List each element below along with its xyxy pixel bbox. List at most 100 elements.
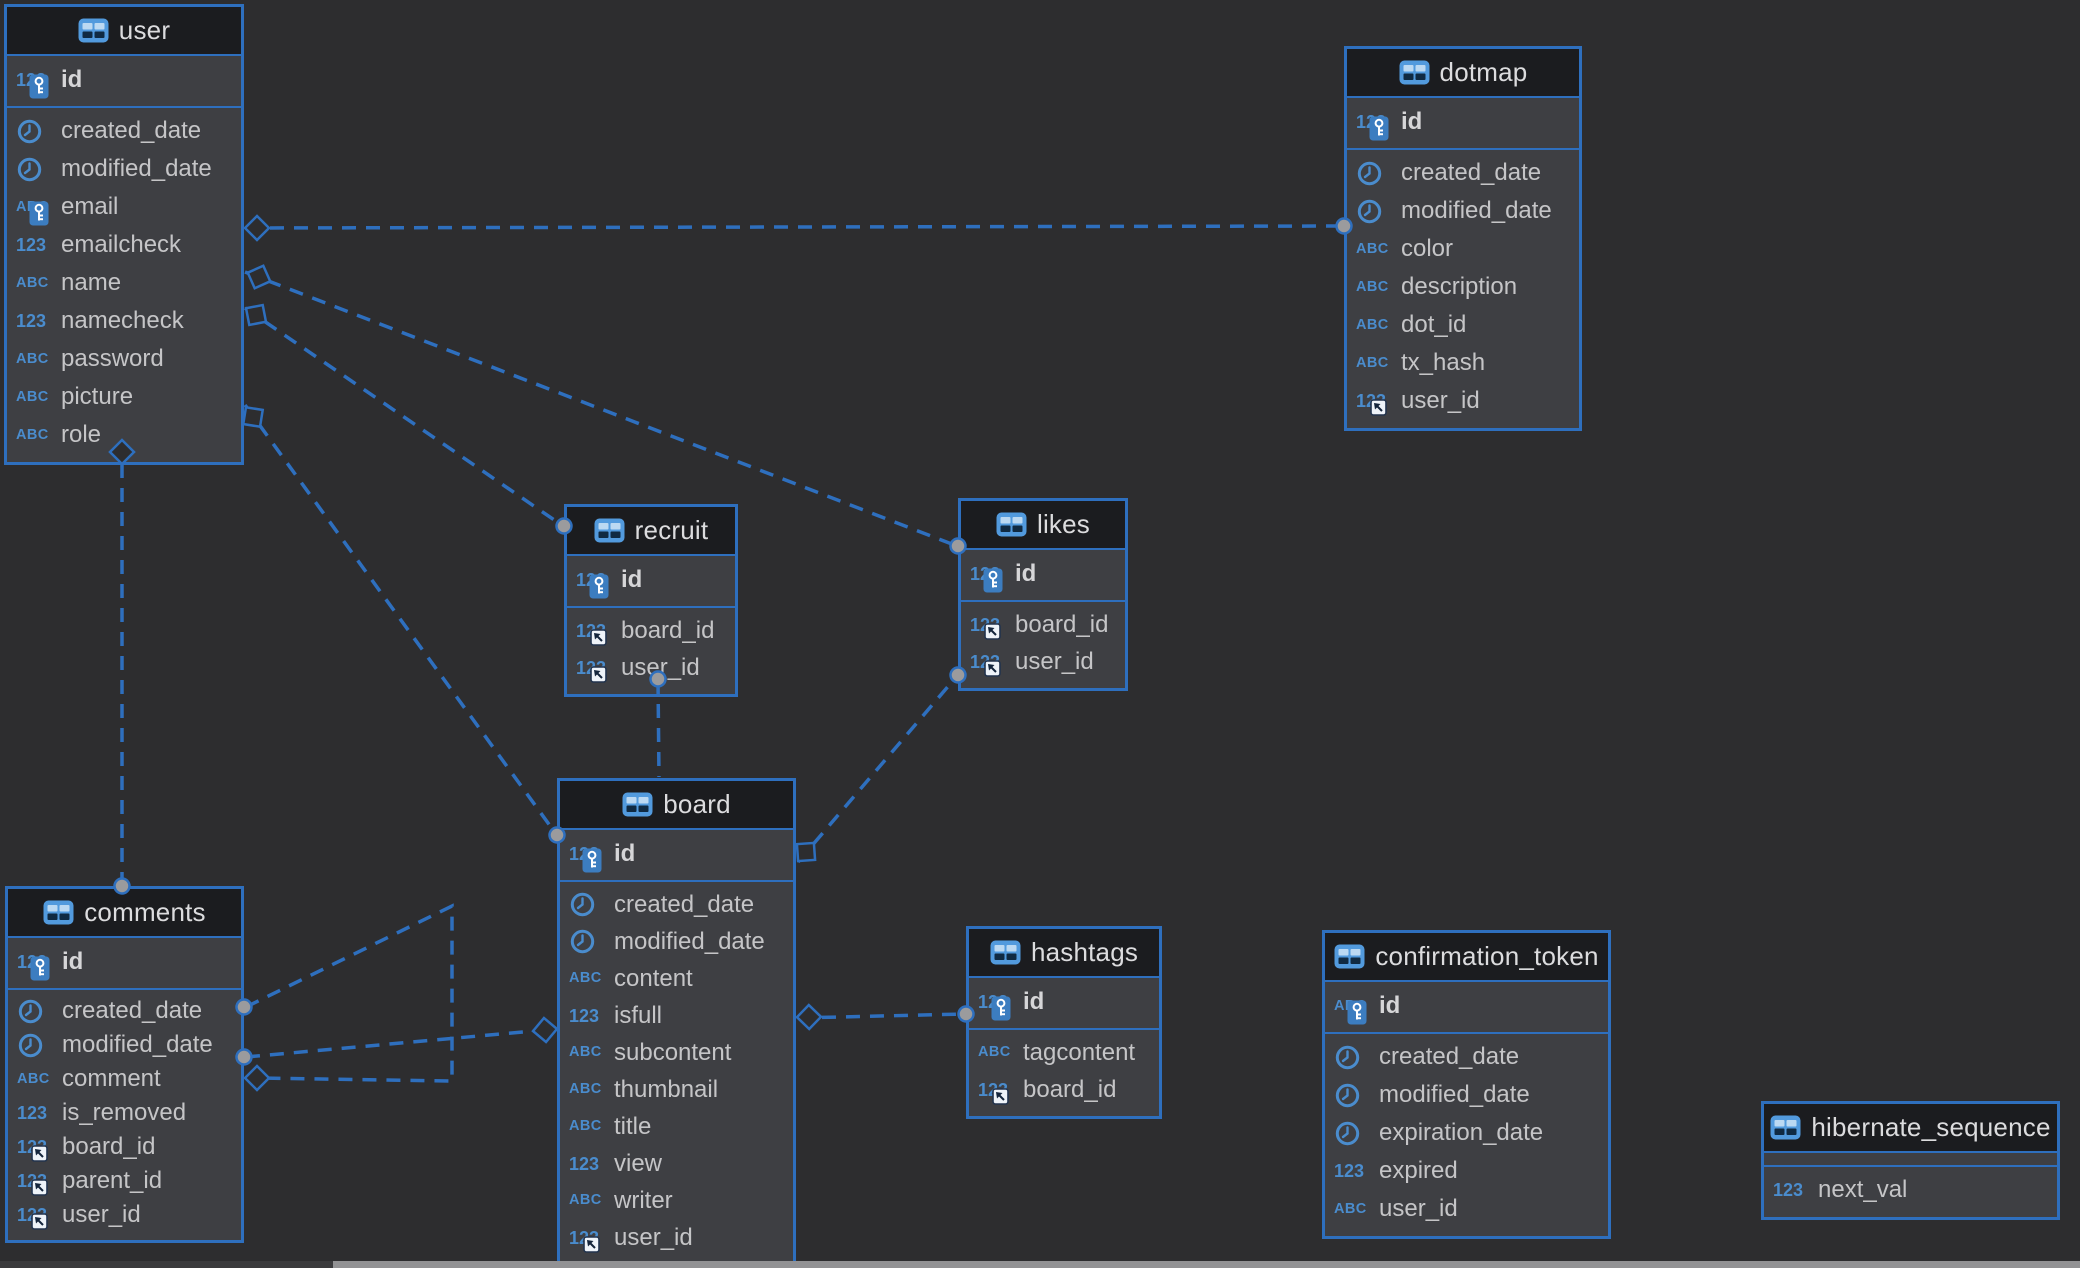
table-header-dotmap[interactable]: dotmap (1347, 49, 1579, 98)
scrollbar-thumb[interactable] (333, 1261, 2080, 1268)
number-type-icon: 123 (569, 1149, 614, 1179)
table-header-likes[interactable]: likes (961, 501, 1125, 550)
table-header-confirmation_token[interactable]: confirmation_token (1325, 933, 1608, 982)
column-row-user_id[interactable]: 123user_id (560, 1219, 793, 1256)
column-row-created_date[interactable]: created_date (8, 994, 241, 1028)
primary-key-row-id[interactable]: 123id (7, 59, 241, 101)
primary-key-row-id[interactable]: 123id (560, 833, 793, 875)
column-name: tx_hash (1401, 349, 1486, 376)
table-likes[interactable]: likes123id 123board_id123user_id (958, 498, 1128, 691)
table-header-hashtags[interactable]: hashtags (969, 929, 1159, 978)
column-row-expiration_date[interactable]: expiration_date (1325, 1114, 1608, 1152)
column-name: modified_date (62, 1031, 213, 1058)
column-row-board_id[interactable]: 123board_id (8, 1130, 241, 1164)
primary-key-row-id[interactable]: 123id (567, 559, 735, 601)
primary-key-icon (30, 956, 50, 986)
column-name: board_id (621, 616, 715, 644)
table-icon (1770, 1115, 1801, 1140)
text-type-icon: ABC (1334, 1194, 1379, 1224)
column-row-user_id[interactable]: 123user_id (961, 643, 1125, 680)
varchar-abc-icon: ABC (1356, 278, 1389, 295)
column-row-parent_id[interactable]: 123parent_id (8, 1164, 241, 1198)
column-row-board_id[interactable]: 123board_id (567, 612, 735, 649)
column-row-modified_date[interactable]: modified_date (8, 1028, 241, 1062)
column-row-user_id[interactable]: 123user_id (8, 1198, 241, 1232)
pk-endpoint-diamond (243, 214, 271, 242)
horizontal-scrollbar[interactable] (0, 1261, 2080, 1268)
column-row-board_id[interactable]: 123board_id (969, 1071, 1159, 1108)
primary-key-row-id[interactable]: 123id (8, 941, 241, 983)
varchar-abc-icon: ABC (569, 1081, 602, 1098)
relationship-comments-board (235, 1016, 559, 1066)
table-recruit[interactable]: recruit123id 123board_id123user_id (564, 504, 738, 697)
table-board[interactable]: board123idcreated_datemodified_dateABCco… (557, 778, 796, 1267)
column-name: board_id (1023, 1075, 1117, 1103)
table-title: comments (84, 897, 206, 927)
column-row-modified_date[interactable]: modified_date (560, 923, 793, 960)
column-row-user_id[interactable]: 123user_id (1347, 382, 1579, 420)
primary-key-row-id[interactable]: 123id (1347, 101, 1579, 143)
primary-key-row-id[interactable]: 123id (969, 981, 1159, 1023)
column-name: content (614, 964, 693, 992)
column-row-created_date[interactable]: created_date (560, 886, 793, 923)
table-header-user[interactable]: user (7, 7, 241, 56)
relationship-dashed-line (796, 674, 959, 864)
table-header-hibernate_sequence[interactable]: hibernate_sequence (1764, 1104, 2057, 1153)
table-icon (78, 18, 109, 43)
table-header-recruit[interactable]: recruit (567, 507, 735, 556)
column-row-created_date[interactable]: created_date (7, 112, 241, 150)
column-row-modified_date[interactable]: modified_date (1325, 1076, 1608, 1114)
primary-key-row-id[interactable]: ABCid (1325, 985, 1608, 1027)
number-type-icon: 123 (978, 987, 1023, 1021)
column-row-created_date[interactable]: created_date (1325, 1038, 1608, 1076)
table-header-comments[interactable]: comments (8, 889, 241, 938)
table-header-board[interactable]: board (560, 781, 793, 830)
table-hashtags[interactable]: hashtags123idABCtagcontent123board_id (966, 926, 1162, 1119)
numeric-123-icon: 123 (569, 1005, 600, 1026)
column-row-created_date[interactable]: created_date (1347, 154, 1579, 192)
column-row-email[interactable]: ABCemail (7, 188, 241, 226)
foreign-key-icon (31, 1213, 48, 1235)
table-confirmation_token[interactable]: confirmation_tokenABCid created_datemodif… (1322, 930, 1611, 1239)
datetime-type-icon (1334, 1080, 1379, 1110)
primary-key-icon (1369, 116, 1389, 146)
column-name: comment (62, 1065, 161, 1092)
column-row-board_id[interactable]: 123board_id (961, 606, 1125, 643)
table-comments[interactable]: comments 123id created_date modified_dateAB… (5, 886, 244, 1243)
column-row-modified_date[interactable]: modified_date (7, 150, 241, 188)
text-type-icon: ABC (1356, 272, 1401, 302)
column-row-user_id[interactable]: 123user_id (567, 649, 735, 686)
primary-key-section (1764, 1153, 2057, 1167)
primary-key-row-id[interactable]: 123id (961, 553, 1125, 595)
table-dotmap[interactable]: dotmap123idcreated_datemodified_dateABCc… (1344, 46, 1582, 431)
column-row-modified_date[interactable]: modified_date (1347, 192, 1579, 230)
table-user[interactable]: user123id created_datemodified_dateABCema… (4, 4, 244, 465)
